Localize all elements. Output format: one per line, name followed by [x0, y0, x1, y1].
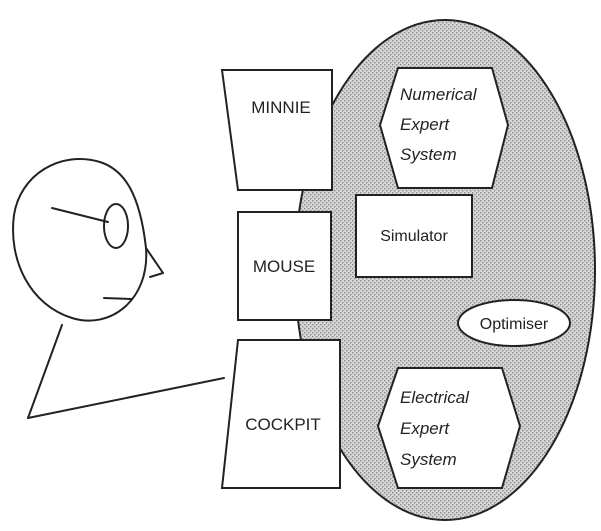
- numerical-expert-line3: System: [400, 145, 457, 164]
- optimiser-label: Optimiser: [480, 316, 549, 333]
- electrical-expert-line3: System: [400, 450, 457, 469]
- minnie-box: [222, 70, 332, 190]
- user-nose-base: [150, 273, 163, 277]
- minnie-label: MINNIE: [251, 98, 311, 117]
- user-mouth: [104, 298, 132, 299]
- numerical-expert-line2: Expert: [400, 115, 450, 134]
- user-arm: [28, 378, 224, 418]
- electrical-expert-line1: Electrical: [400, 388, 470, 407]
- simulator-label: Simulator: [380, 228, 448, 245]
- user-neck: [28, 325, 62, 418]
- cockpit-box: [222, 340, 340, 488]
- electrical-expert-line2: Expert: [400, 419, 450, 438]
- user-nose: [146, 248, 163, 273]
- user-brow: [52, 208, 108, 222]
- mouse-label: MOUSE: [253, 257, 315, 276]
- user-eye: [104, 204, 128, 248]
- numerical-expert-line1: Numerical: [400, 85, 478, 104]
- user-figure: [13, 159, 224, 418]
- cockpit-label: COCKPIT: [245, 415, 321, 434]
